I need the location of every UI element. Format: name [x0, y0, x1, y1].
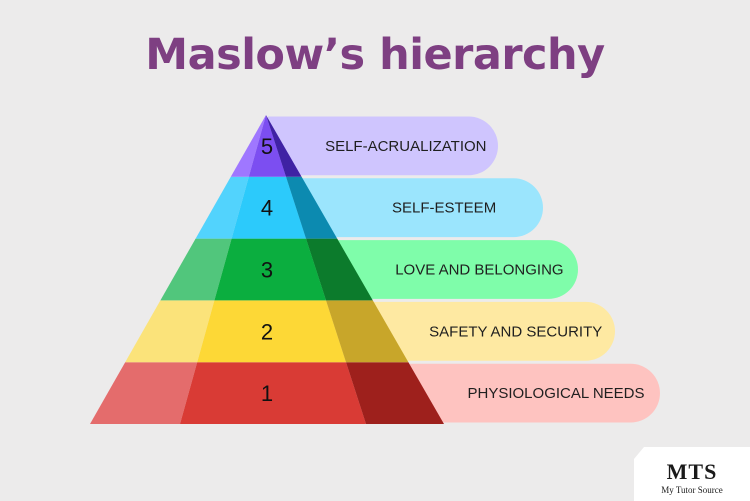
tier-number-1: 1: [261, 381, 273, 406]
tier-number-5: 5: [261, 134, 273, 159]
pyramid: [90, 115, 444, 424]
label-band-level-5: [268, 116, 498, 176]
pyramid-tier-4-right-face: [286, 176, 338, 239]
pyramid-tier-2-right-face: [326, 300, 409, 363]
tier-label-5: SELF-ACRUALIZATION: [325, 138, 486, 155]
pyramid-tier-2-front-face: [197, 300, 346, 363]
tier-number-4: 4: [261, 196, 273, 221]
tier-number-2: 2: [261, 319, 273, 344]
tier-label-2: SAFETY AND SECURITY: [429, 323, 602, 340]
pyramid-tier-3-right-face: [306, 238, 373, 301]
pyramid-tier-3-front-face: [214, 238, 326, 301]
logo-subtitle: My Tutor Source: [661, 485, 723, 495]
pyramid-tier-4-left-face: [195, 176, 249, 239]
pyramid-tier-3-left-face: [160, 238, 232, 301]
pyramid-tier-5-right-face: [266, 115, 302, 177]
logo-mark: MTS: [666, 459, 718, 484]
pyramid-tier-1-front-face: [180, 362, 366, 424]
pyramid-tier-5-front-face: [248, 115, 286, 177]
pyramid-tier-5-left-face: [230, 115, 266, 177]
page-title: Maslow’s hierarchy: [145, 30, 605, 80]
pyramid-tier-4-front-face: [231, 176, 306, 239]
tier-label-3: LOVE AND BELONGING: [395, 262, 563, 279]
pyramid-tier-2-left-face: [125, 300, 215, 363]
logo-badge-icon: [634, 447, 750, 501]
tier-labels: 1 PHYSIOLOGICAL NEEDS 2 SAFETY AND SECURITY…: [261, 134, 645, 406]
tier-number-3: 3: [261, 258, 273, 283]
pyramid-tier-1-left-face: [90, 362, 198, 424]
label-band-level-4: [268, 178, 543, 238]
tier-label-1: PHYSIOLOGICAL NEEDS: [468, 385, 645, 402]
pyramid-tier-1-right-face: [346, 362, 444, 424]
tier-label-4: SELF-ESTEEM: [392, 200, 496, 217]
logo: MTS My Tutor Source: [634, 447, 750, 501]
